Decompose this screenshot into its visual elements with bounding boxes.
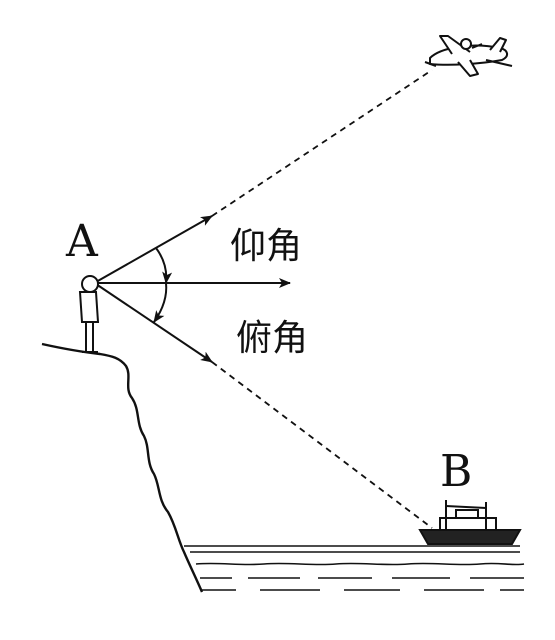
person-icon [78, 275, 100, 353]
elevation-angle-label: 仰角 [230, 226, 302, 267]
elevation-sight-line [95, 215, 213, 283]
point-b-label: B [440, 446, 472, 497]
point-a-label: A [65, 216, 99, 267]
cliff [41, 342, 204, 593]
elevation-sight-dashed [211, 69, 433, 217]
depression-sight-dashed [211, 361, 433, 529]
elevation-angle-arc [155, 247, 173, 284]
airplane-icon [424, 35, 513, 77]
depression-angle-arc [153, 282, 168, 323]
depression-angle-label: 俯角 [236, 318, 308, 359]
depression-sight-line [95, 283, 213, 363]
water-surface [184, 545, 525, 591]
ship-icon [418, 500, 522, 545]
